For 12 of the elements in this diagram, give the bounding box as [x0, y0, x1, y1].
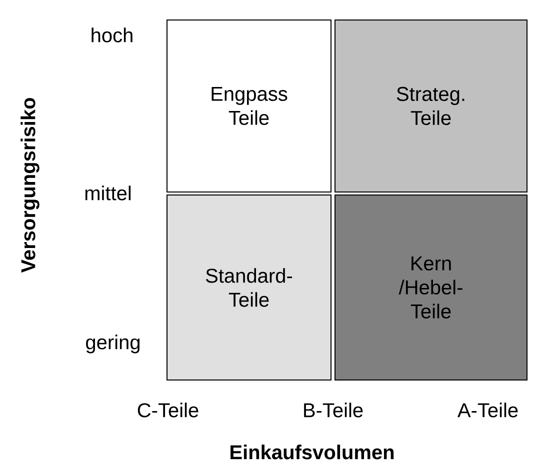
axis-tick-label: mittel: [85, 186, 131, 200]
axis-tick-label: A-Teile: [457, 402, 518, 418]
axis-tick-label: C-Teile: [138, 402, 198, 418]
axis-tick-label: hoch: [92, 28, 132, 42]
quadrant-box: Engpass Teile: [166, 20, 332, 192]
axis-title: Versorgungsrisiko: [20, 98, 40, 273]
quadrant-box: Strateg. Teile: [334, 20, 528, 192]
quadrant-box: Kern /Hebel- Teile: [334, 194, 528, 380]
axis-tick-label: B-Teile: [304, 402, 363, 418]
quadrant-box: Standard- Teile: [166, 194, 332, 380]
axis-tick-label: gering: [86, 334, 140, 354]
axis-title: Einkaufsvolumen: [230, 444, 394, 460]
